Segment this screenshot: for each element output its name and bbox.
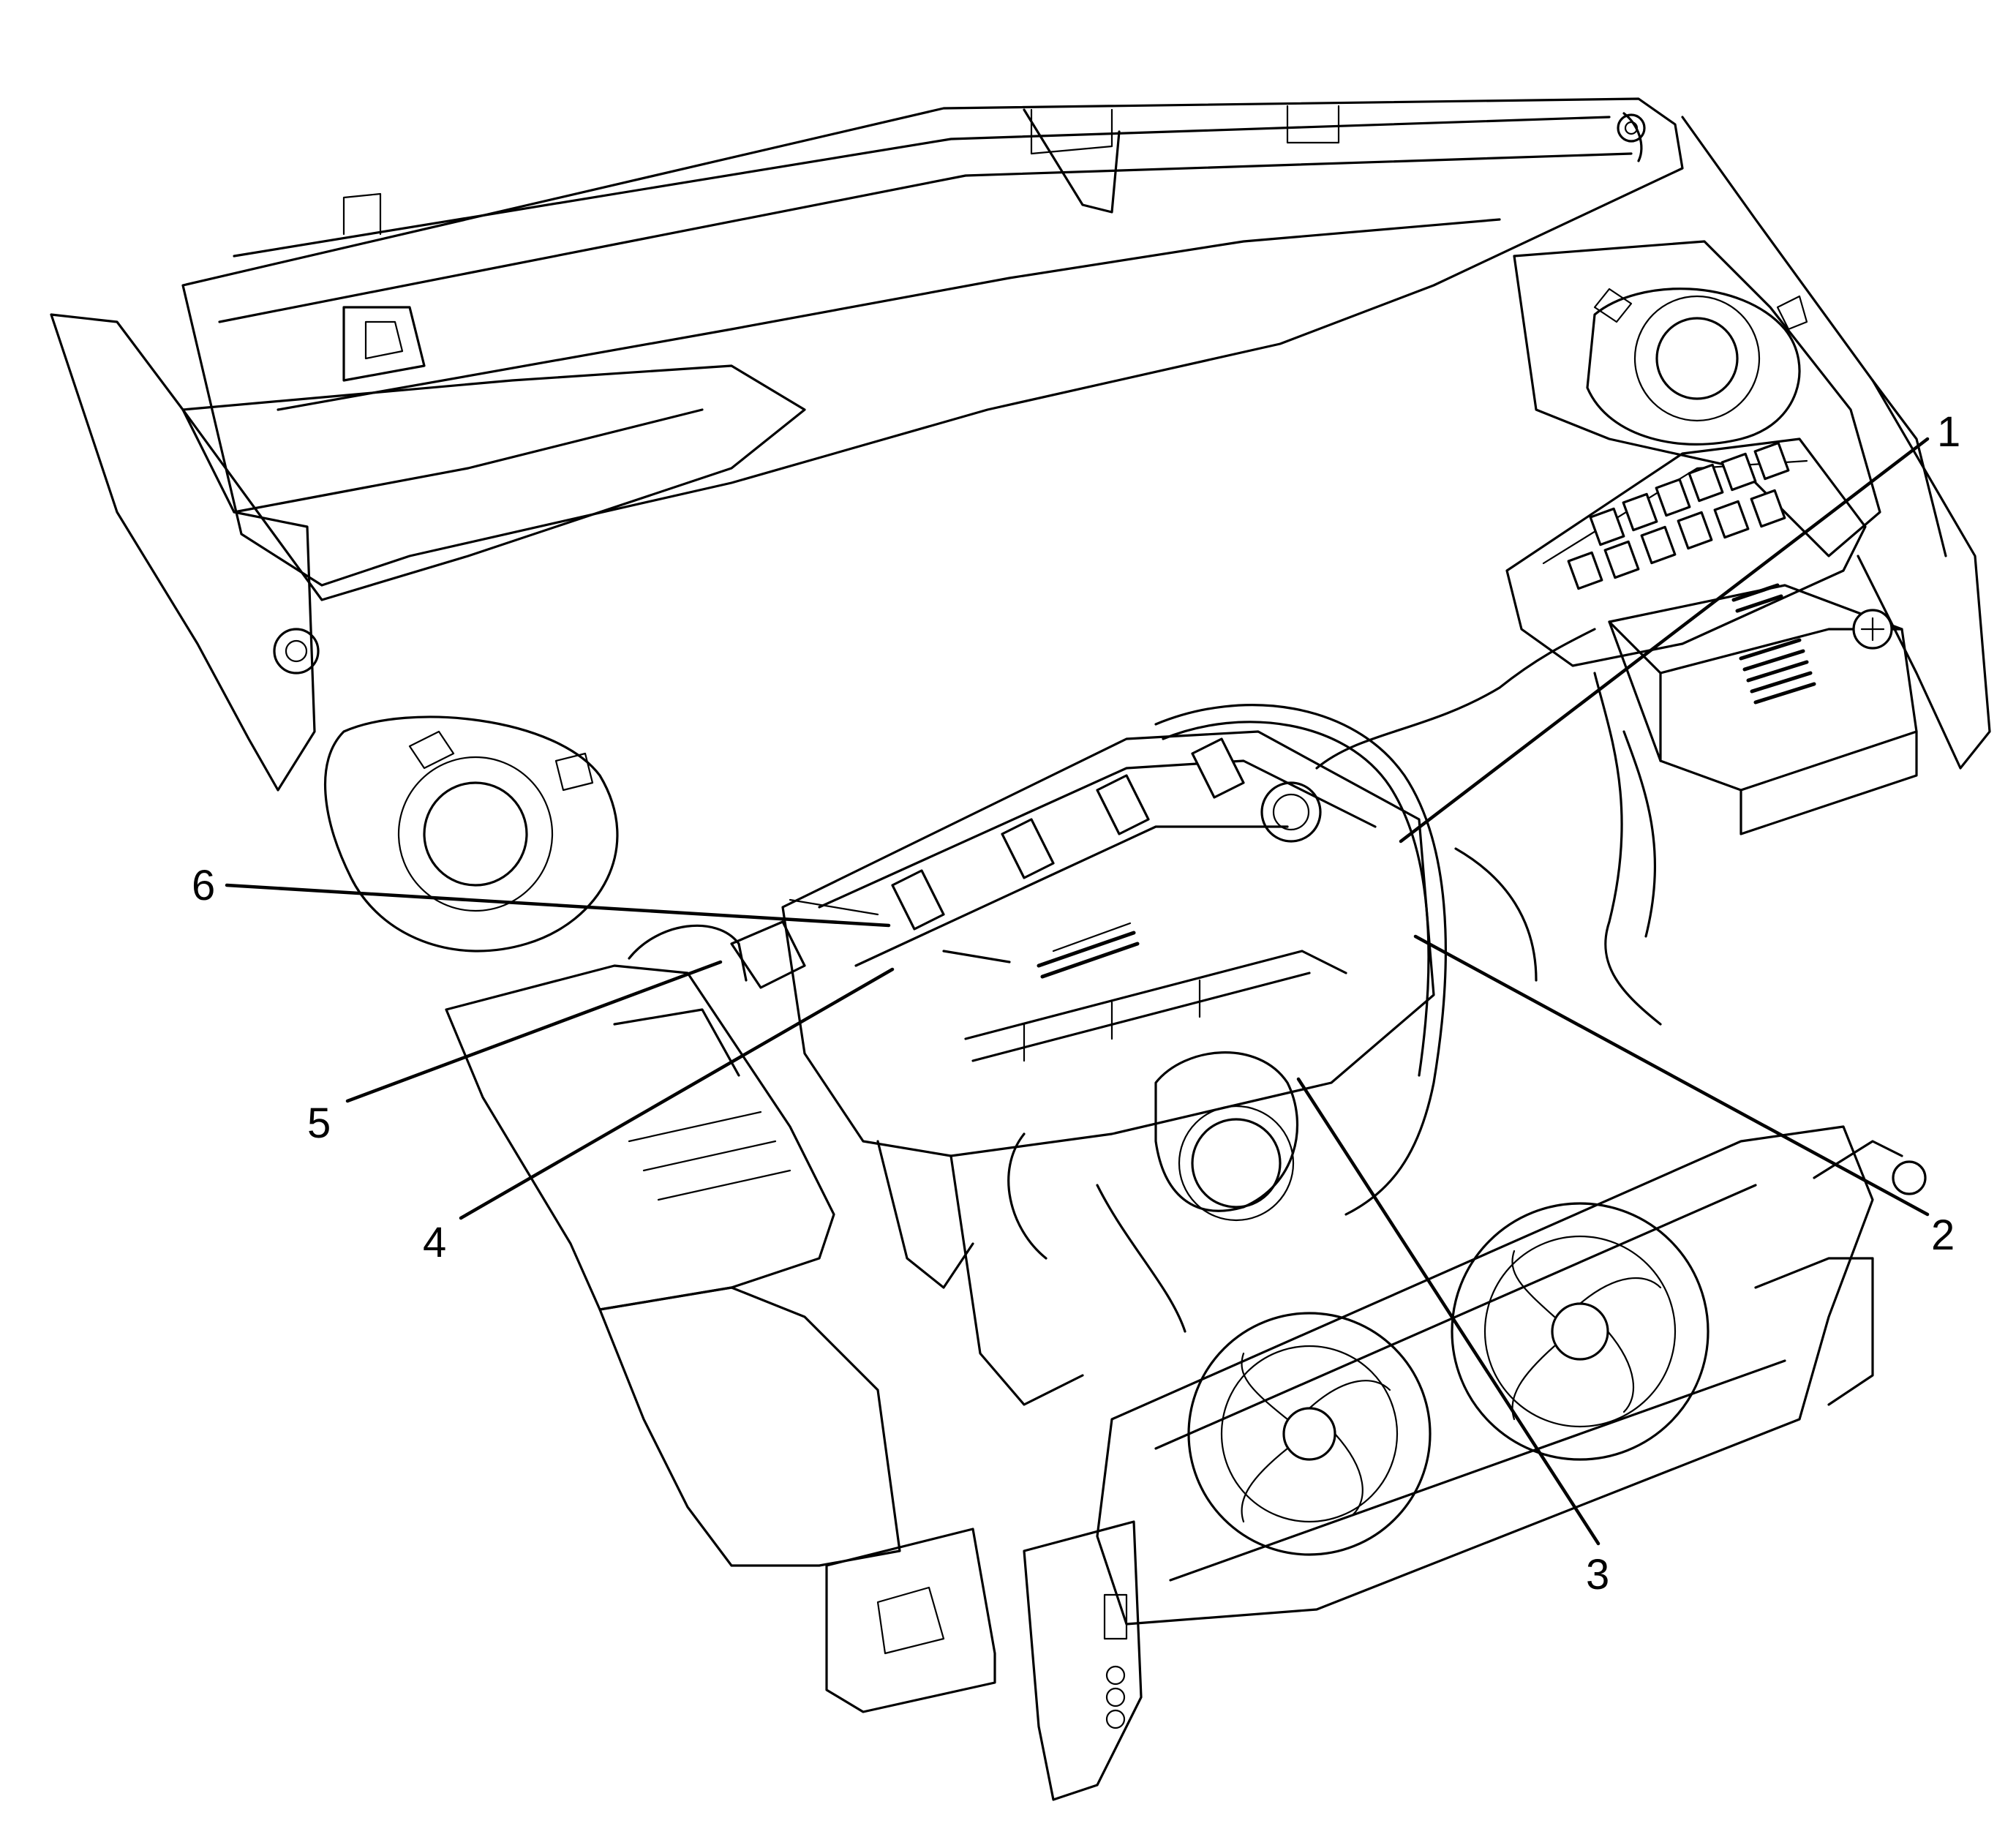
- ignition-coils: [891, 737, 1245, 931]
- engine-assembly: [781, 730, 1435, 1406]
- leader-6: [225, 883, 891, 928]
- leader-3: [1296, 1077, 1601, 1546]
- battery-label-stripes: [1731, 583, 1816, 705]
- left-strut-tower: [50, 313, 806, 953]
- callout-5: 5: [307, 1100, 331, 1147]
- callout-6: 6: [192, 862, 215, 909]
- relay-array: [1567, 441, 1790, 590]
- callout-3: 3: [1586, 1551, 1609, 1598]
- callout-labels: 1 2 3 4 5 6: [192, 408, 1960, 1598]
- engine-cover-logo: [1037, 922, 1140, 979]
- left-cooling-fan: [1187, 1312, 1432, 1556]
- cowl-panel: [181, 97, 1684, 587]
- leader-1: [1399, 437, 1930, 844]
- right-strut-tower: [1513, 116, 1991, 770]
- cooling-fan-assembly: [1096, 1125, 1874, 1626]
- wiring-harnesses-and-hoses: [789, 628, 1662, 1333]
- right-cooling-fan: [1451, 1202, 1710, 1461]
- callout-2: 2: [1931, 1211, 1955, 1259]
- leader-2: [1413, 934, 1930, 1217]
- callout-leaders: [225, 437, 1930, 1546]
- fuel-rail-and-injectors: [964, 950, 1347, 1062]
- leader-5: [345, 960, 723, 1103]
- callout-1: 1: [1937, 408, 1960, 456]
- battery: [1608, 583, 1918, 835]
- leader-4: [459, 967, 895, 1220]
- front-lower-structure: [598, 1140, 1927, 1801]
- callout-4: 4: [423, 1219, 446, 1266]
- throttle-body: [1154, 1051, 1299, 1222]
- oil-fill-cap: [1260, 781, 1322, 843]
- underhood-fuse-block: [1505, 437, 1867, 667]
